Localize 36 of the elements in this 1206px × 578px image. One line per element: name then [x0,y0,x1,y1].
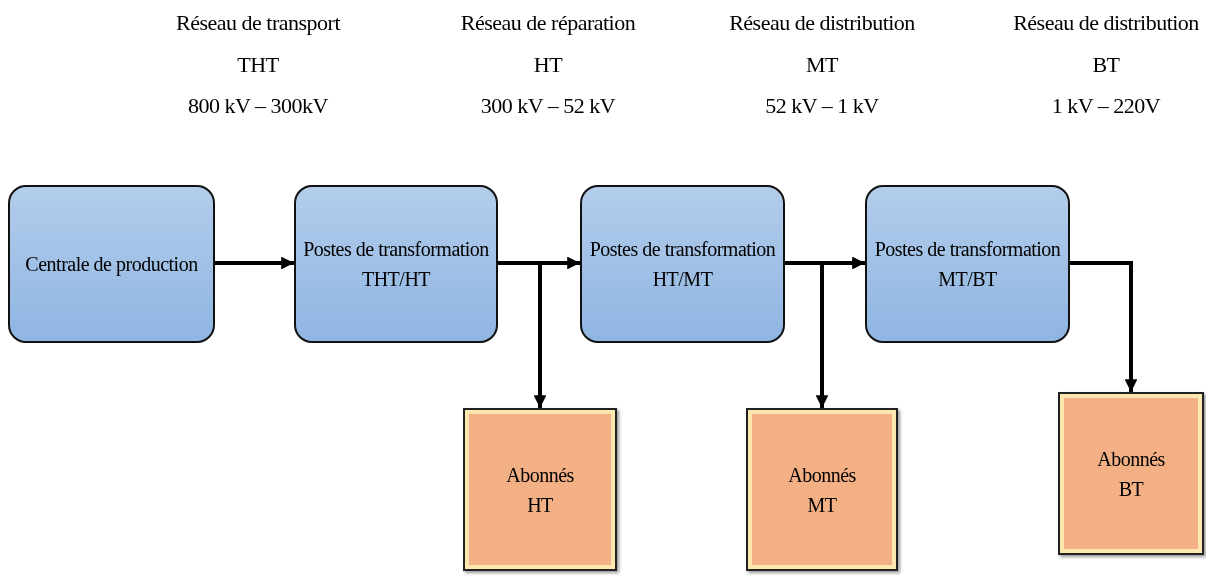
node-text: Abonnés [788,462,856,488]
process-box [580,185,785,343]
subscriber-box [1058,392,1204,555]
arrow [785,261,829,408]
network-label: 800 kV – 300kV [187,93,329,119]
network-label: 1 kV – 220V [1050,93,1162,119]
network-label: Réseau de distribution [728,10,916,36]
node-text: BT [1118,476,1144,502]
arrow [215,256,294,270]
network-label: THT [236,52,280,78]
subscriber-box [746,408,898,571]
network-label: MT [805,52,839,78]
network-label: 300 kV – 52 kV [479,93,617,119]
process-box [865,185,1070,343]
node-text: Postes de transformation [589,237,776,262]
network-label: BT [1091,52,1121,78]
node-text: Postes de transformation [874,237,1061,262]
node-text: Abonnés [506,462,574,488]
node-text: Centrale de production [25,252,198,278]
node-text: Abonnés [1097,446,1165,472]
process-box [8,185,215,343]
network-label: HT [532,52,564,78]
node-text: HT [527,492,553,518]
network-label: Réseau de réparation [459,10,637,36]
network-label: Réseau de distribution [1012,10,1200,36]
network-label: 52 kV – 1 kV [764,93,880,119]
node-text: THT/HT [361,267,431,292]
network-label: Réseau de transport [175,10,342,36]
node-text: MT [807,492,837,518]
subscriber-box [463,408,617,571]
node-text: Postes de transformation [303,237,489,262]
node-text: HT/MT [652,267,713,292]
node-text: MT/BT [938,267,997,292]
arrow [498,261,547,408]
arrow [1070,261,1138,392]
process-box [294,185,498,343]
